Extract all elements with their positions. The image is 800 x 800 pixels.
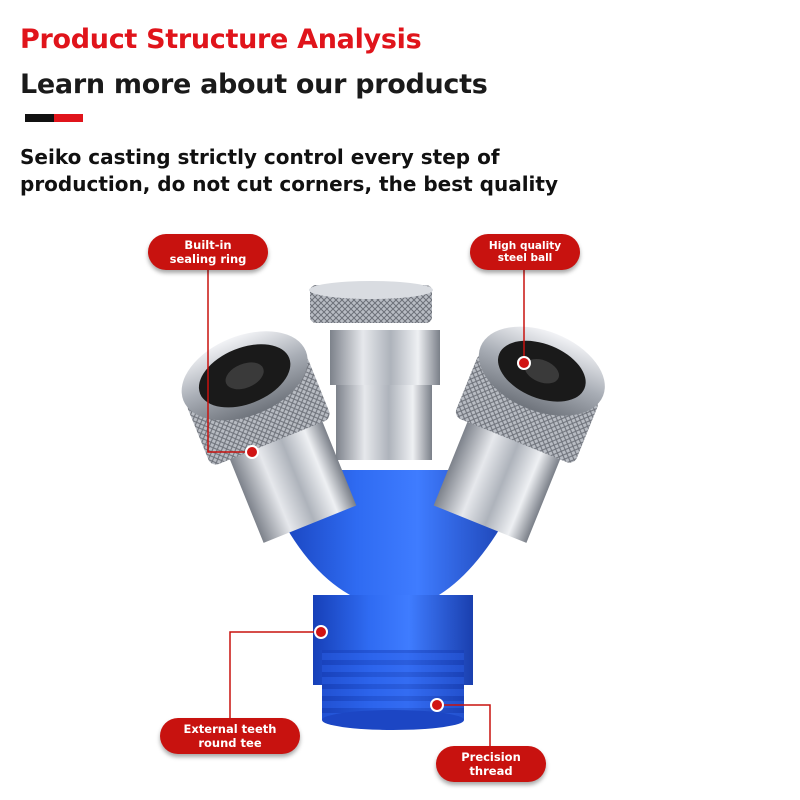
- description-line-1: Seiko casting strictly control every ste…: [20, 145, 500, 169]
- dot-precision-thread: [430, 698, 444, 712]
- left-coupler: [181, 331, 357, 543]
- callout-dots: [245, 356, 531, 712]
- callout-external-teeth: External teeth round tee: [160, 718, 300, 754]
- center-coupler: [309, 281, 440, 460]
- callout-precision-thread-line1: Precision: [461, 750, 521, 764]
- divider-red-segment: [54, 114, 83, 122]
- dot-sealing-ring: [245, 445, 259, 459]
- callout-external-teeth-line2: round tee: [198, 736, 262, 750]
- callout-steel-ball-line1: High quality: [488, 240, 562, 252]
- callout-sealing-ring-line1: Built-in: [184, 238, 232, 252]
- callout-sealing-ring-line2: sealing ring: [169, 252, 247, 266]
- page-title: Product Structure Analysis: [20, 24, 422, 55]
- callout-steel-ball: High quality steel ball: [470, 234, 580, 270]
- description-text: Seiko casting strictly control every ste…: [20, 144, 660, 198]
- right-coupler: [433, 326, 605, 543]
- description-line-2: production, do not cut corners, the best…: [20, 172, 559, 196]
- title-divider: [25, 114, 83, 122]
- dot-external-teeth: [314, 625, 328, 639]
- page-subtitle: Learn more about our products: [20, 69, 488, 100]
- callout-steel-ball-line2: steel ball: [497, 252, 553, 264]
- divider-black-segment: [25, 114, 54, 122]
- callout-precision-thread-line2: thread: [469, 764, 513, 778]
- dot-steel-ball: [517, 356, 531, 370]
- callout-external-teeth-line1: External teeth: [183, 722, 277, 736]
- callout-sealing-ring: Built-in sealing ring: [148, 234, 268, 270]
- callout-precision-thread: Precision thread: [436, 746, 546, 782]
- callout-leader-lines: [207, 268, 525, 748]
